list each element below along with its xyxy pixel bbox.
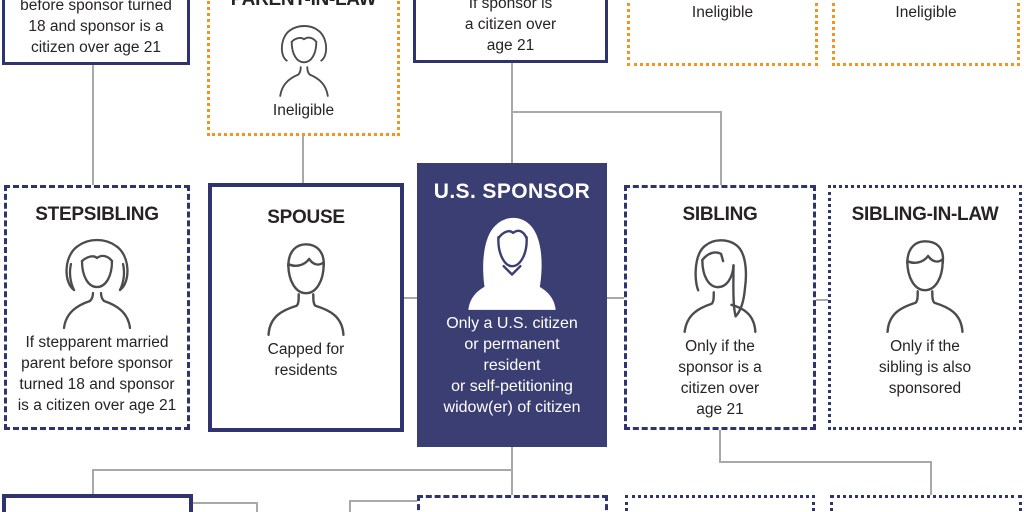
node-note: Capped for residents <box>267 341 345 379</box>
connector-line <box>607 297 624 299</box>
node-title: PARENT-IN-LAW <box>231 0 377 11</box>
node-title: SIBLING <box>682 204 758 225</box>
connector-line <box>404 297 417 299</box>
node-note: before sponsor turned 18 and sponsor is … <box>20 0 172 56</box>
woman-bob-hair-icon <box>263 18 345 100</box>
sponsor-woman-icon <box>460 209 564 313</box>
node-top-ineligible-2: Ineligible <box>832 0 1020 66</box>
man-icon <box>873 232 977 336</box>
connector-line <box>511 447 513 495</box>
node-note: Only if the sibling is also sponsored <box>878 338 972 397</box>
node-top-ineligible-1: Ineligible <box>627 0 818 66</box>
connector-line <box>92 65 94 185</box>
connector-line <box>511 63 513 163</box>
node-note: If sponsor is a citizen over age 21 <box>464 0 557 54</box>
node-bottom-2 <box>417 495 608 512</box>
node-bottom-3 <box>625 495 815 512</box>
node-top-left-note: before sponsor turned 18 and sponsor is … <box>2 0 190 65</box>
connector-line <box>349 500 351 512</box>
node-note: Only a U.S. citizen or permanent residen… <box>443 315 581 416</box>
connector-line <box>349 500 417 502</box>
connector-line <box>92 469 94 494</box>
connector-line <box>930 461 932 495</box>
connector-line <box>719 430 721 463</box>
node-sibling: SIBLING Only if the sponsor is a citizen… <box>624 185 816 430</box>
node-sibling-in-law: SIBLING-IN-LAW Only if the sibling is al… <box>828 185 1022 430</box>
node-title: SPOUSE <box>267 207 345 228</box>
connector-line <box>720 111 722 185</box>
node-note: Ineligible <box>272 102 335 119</box>
node-note: Ineligible <box>895 4 957 21</box>
woman-wavy-hair-icon <box>47 232 147 332</box>
connector-line <box>256 502 258 512</box>
node-spouse: SPOUSE Capped for residents <box>208 183 404 432</box>
node-bottom-4 <box>830 495 1022 512</box>
woman-long-hair-icon <box>668 232 772 336</box>
man-icon <box>254 235 358 339</box>
node-bottom-1 <box>2 494 193 512</box>
node-title: STEPSIBLING <box>35 204 159 225</box>
connector-line <box>511 111 722 113</box>
node-title: SIBLING-IN-LAW <box>851 204 999 225</box>
connector-line <box>719 461 932 463</box>
connector-line <box>92 469 513 471</box>
node-note: Ineligible <box>691 4 754 21</box>
node-top-center-note: If sponsor is a citizen over age 21 <box>413 0 608 63</box>
connector-line <box>193 502 258 504</box>
node-note: If stepparent married parent before spon… <box>17 334 177 414</box>
connector-line <box>816 299 828 301</box>
node-title: U.S. SPONSOR <box>433 180 591 203</box>
node-parent-in-law: PARENT-IN-LAW Ineligible <box>207 0 400 136</box>
node-us-sponsor: U.S. SPONSOR Only a U.S. citizen or perm… <box>417 163 607 447</box>
connector-line <box>302 136 304 183</box>
node-stepsibling: STEPSIBLING If stepparent married parent… <box>4 185 190 430</box>
node-note: Only if the sponsor is a citizen over ag… <box>678 338 762 418</box>
